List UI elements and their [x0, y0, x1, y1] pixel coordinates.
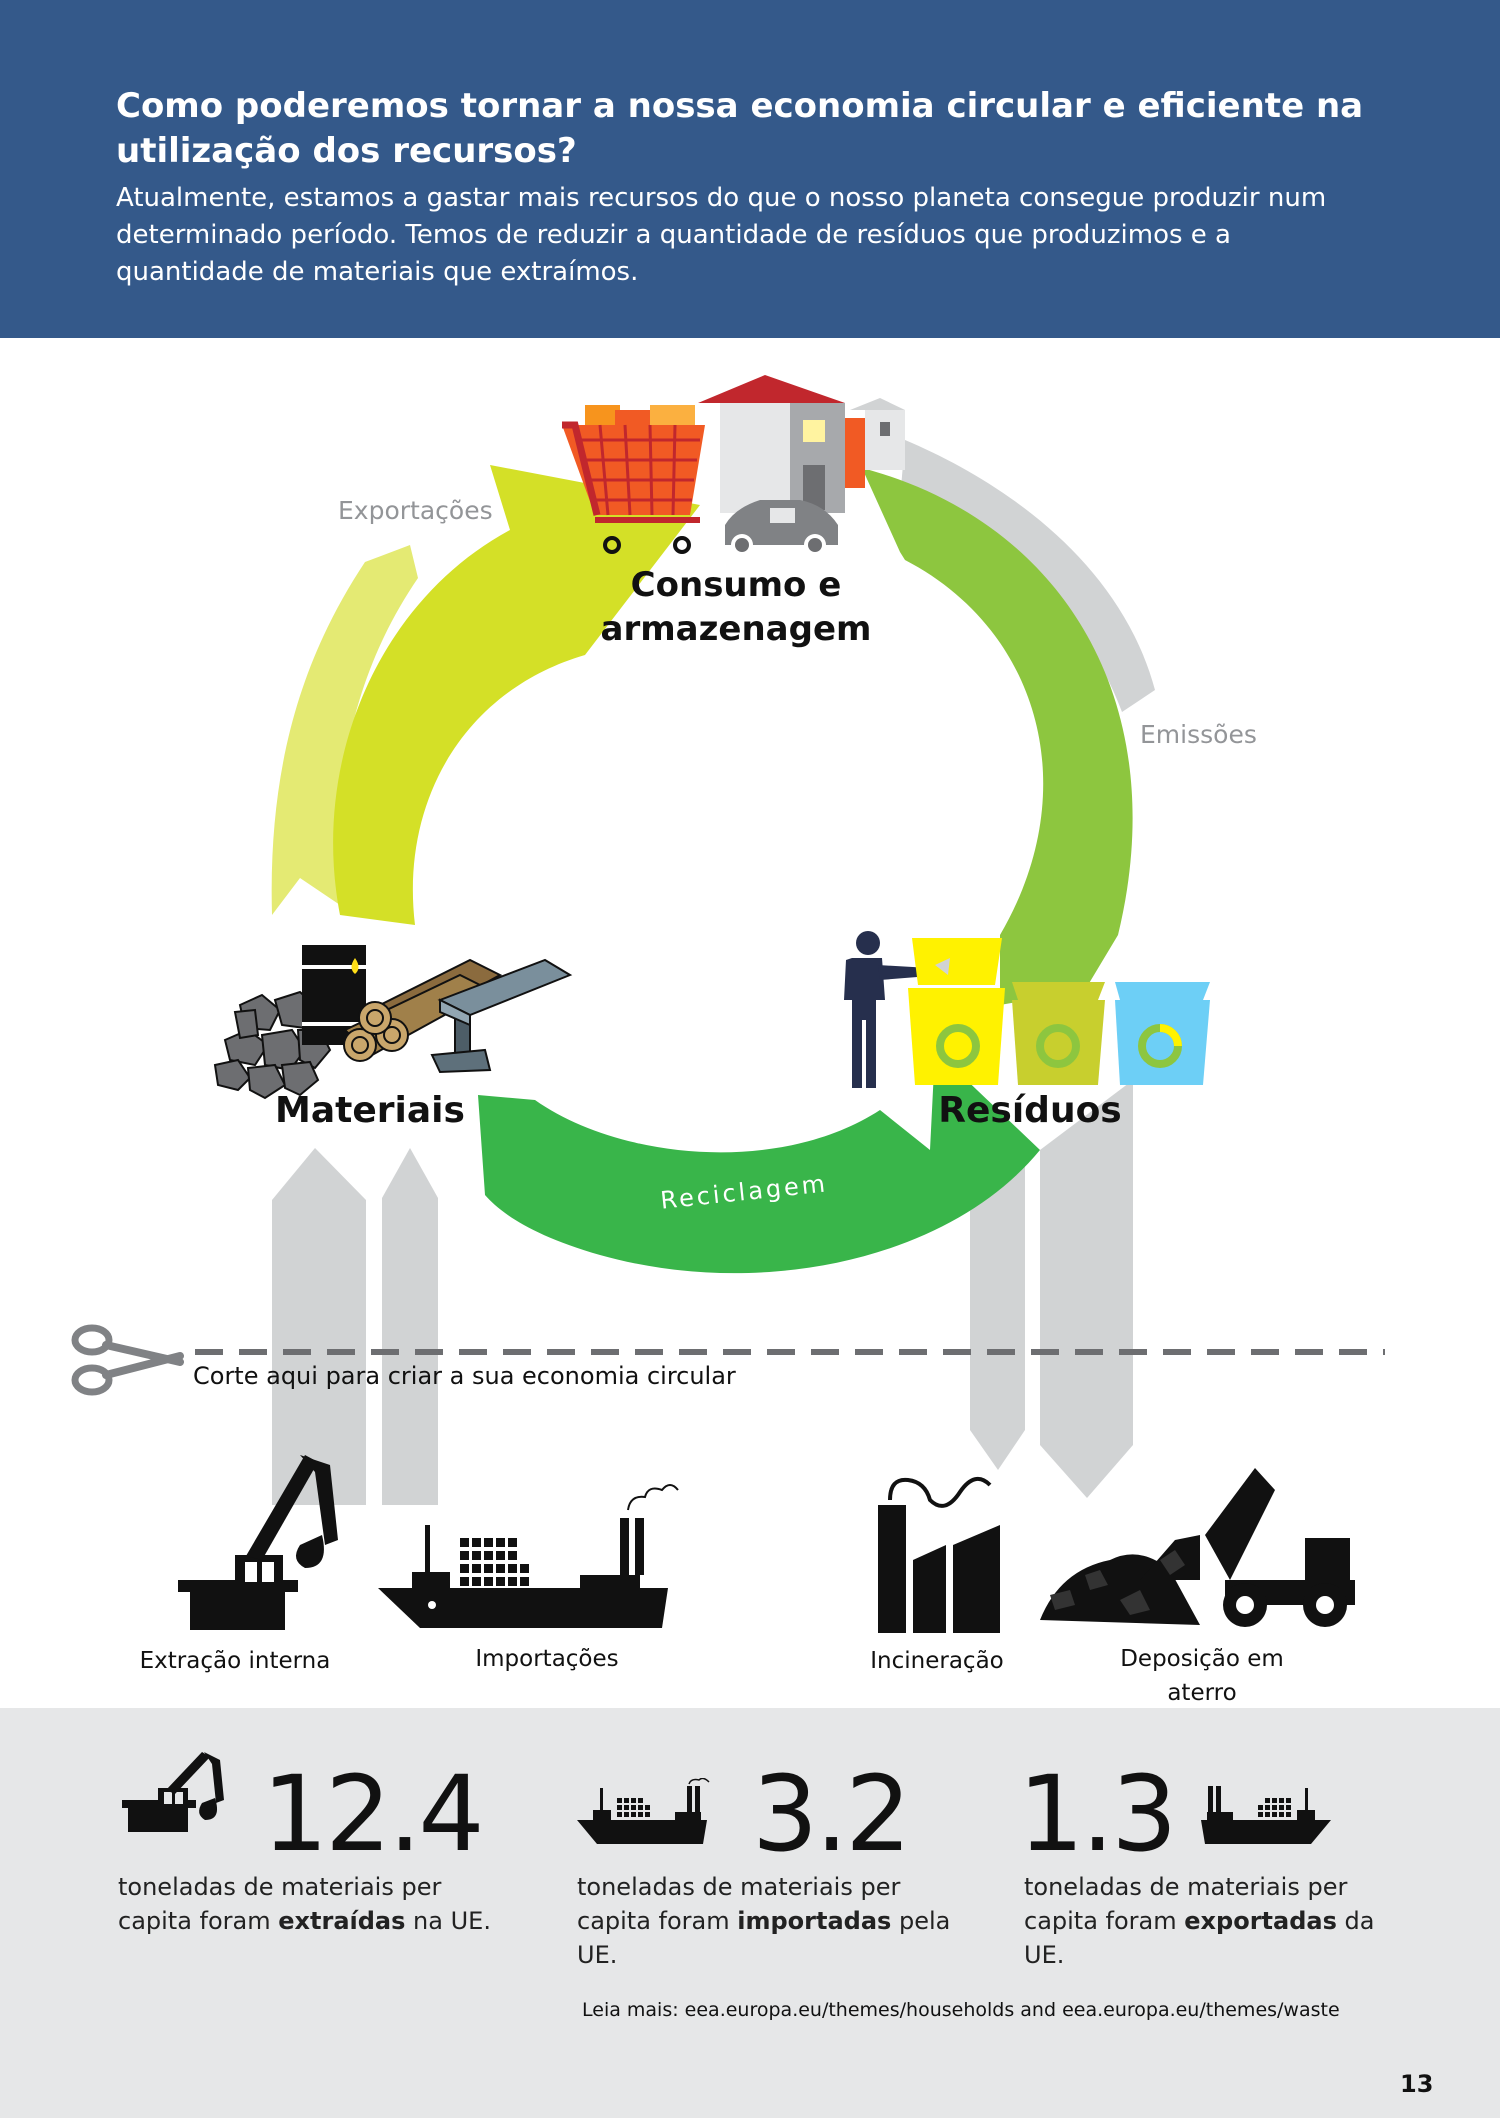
stats-band: [0, 1708, 1500, 2118]
consumption-to-waste-arrow: [862, 468, 1133, 1005]
stat-imported-value: 3.2: [752, 1753, 911, 1875]
excavator-small-icon: [122, 1752, 224, 1832]
page-title: Como poderemos tornar a nossa economia c…: [116, 86, 1364, 171]
steel-beam-icon: [430, 958, 573, 1074]
label-landfill-2: aterro: [1167, 1680, 1236, 1706]
circular-economy-diagram: Exportações Emissões Consumo e armazenag…: [71, 375, 1385, 1706]
exports-arrow: [271, 545, 418, 915]
cargo-ship-icon: [378, 1484, 679, 1628]
incinerator-icon: [878, 1476, 1000, 1633]
label-imports: Importações: [475, 1646, 618, 1672]
car-icon: [725, 500, 838, 556]
recycling-arrow: [478, 1050, 1040, 1274]
label-consumption: Consumo e: [631, 565, 842, 605]
label-landfill: Deposição em: [1120, 1646, 1284, 1672]
label-extraction: Extração interna: [140, 1648, 331, 1674]
recycling-bin-olive-icon: [1012, 982, 1105, 1085]
incineration-arrow: [970, 1130, 1025, 1470]
materials-to-consumption-arrow: [333, 465, 700, 925]
import-arrow: [382, 1148, 438, 1505]
landfill-arrow: [1040, 1080, 1133, 1498]
house-icon: [698, 375, 905, 513]
landfill-truck-icon: [1040, 1468, 1355, 1627]
read-more-link[interactable]: Leia mais: eea.europa.eu/themes/househol…: [582, 1999, 1340, 2021]
label-emissions: Emissões: [1140, 720, 1257, 749]
recycling-bin-yellow-icon: [908, 938, 1005, 1085]
recycling-bin-blue-icon: [1115, 982, 1210, 1085]
stat-extracted-value: 12.4: [262, 1753, 485, 1875]
extraction-arrow: [272, 1148, 366, 1505]
excavator-icon: [178, 1455, 338, 1630]
page-intro: Atualmente, estamos a gastar mais recurs…: [116, 183, 1327, 287]
stat-exported-text: toneladas de materiais per capita foram …: [1024, 1873, 1375, 1969]
cut-label: Corte aqui para criar a sua economia cir…: [193, 1362, 736, 1390]
label-materials: Materiais: [275, 1090, 465, 1131]
label-exports: Exportações: [338, 496, 493, 525]
scissors-icon: [71, 1324, 184, 1396]
label-incineration: Incineração: [870, 1648, 1004, 1674]
label-waste: Resíduos: [938, 1090, 1121, 1131]
stat-imported-text: toneladas de materiais per capita foram …: [577, 1873, 951, 1969]
page-number: 13: [1400, 2070, 1434, 2098]
shopping-cart-icon: [562, 405, 705, 554]
header-banner: Como poderemos tornar a nossa economia c…: [0, 0, 1500, 338]
stat-exported-value: 1.3: [1018, 1753, 1177, 1875]
stat-extracted-text: toneladas de materiais per capita foram …: [118, 1873, 491, 1935]
cargo-ship-small-icon: [577, 1778, 710, 1844]
cargo-ship-export-icon: [1201, 1786, 1331, 1844]
label-consumption-2: armazenagem: [601, 609, 872, 649]
